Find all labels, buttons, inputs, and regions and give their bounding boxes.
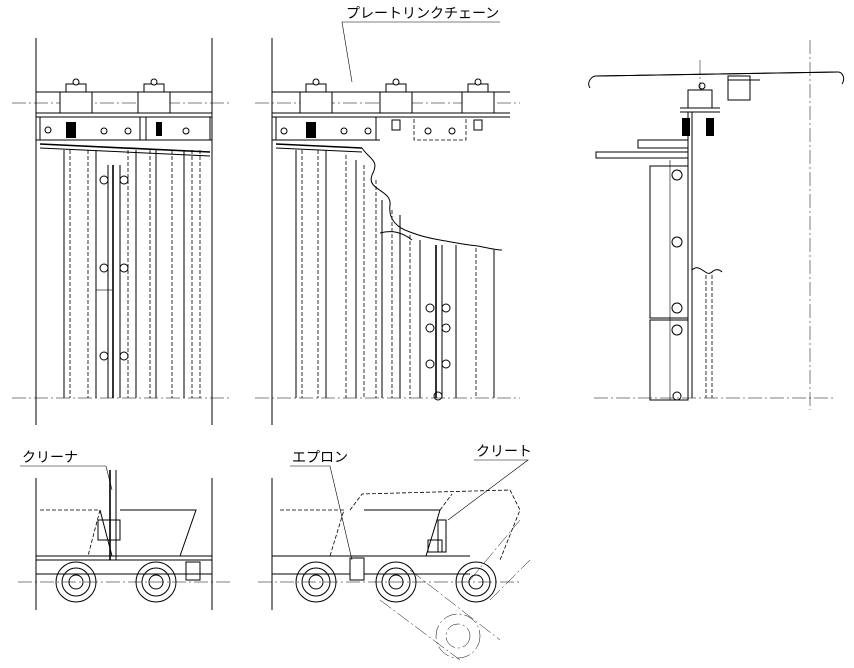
wheel-2 — [135, 561, 177, 603]
label-plate-link-chain: プレートリンクチェーン — [346, 6, 499, 22]
wheel-5 — [455, 561, 497, 603]
roller-5 — [461, 78, 495, 114]
roller-1 — [59, 78, 93, 114]
front-view-left — [12, 38, 232, 425]
label-cleat: クリート — [476, 444, 532, 460]
wheel-1 — [55, 561, 97, 603]
roller-3 — [299, 78, 333, 114]
front-view-middle: プレートリンクチェーン — [255, 6, 520, 425]
side-view-right — [588, 40, 845, 410]
label-apron: エプロン — [292, 450, 348, 466]
roller-4 — [379, 78, 413, 114]
bottom-view-middle: エプロン クリート — [258, 444, 532, 661]
wheel-4 — [375, 561, 417, 603]
wheel-3 — [295, 561, 337, 603]
roller-2 — [137, 78, 171, 114]
label-cleaner: クリーナ — [22, 450, 78, 466]
bottom-view-left: クリーナ — [18, 450, 232, 610]
